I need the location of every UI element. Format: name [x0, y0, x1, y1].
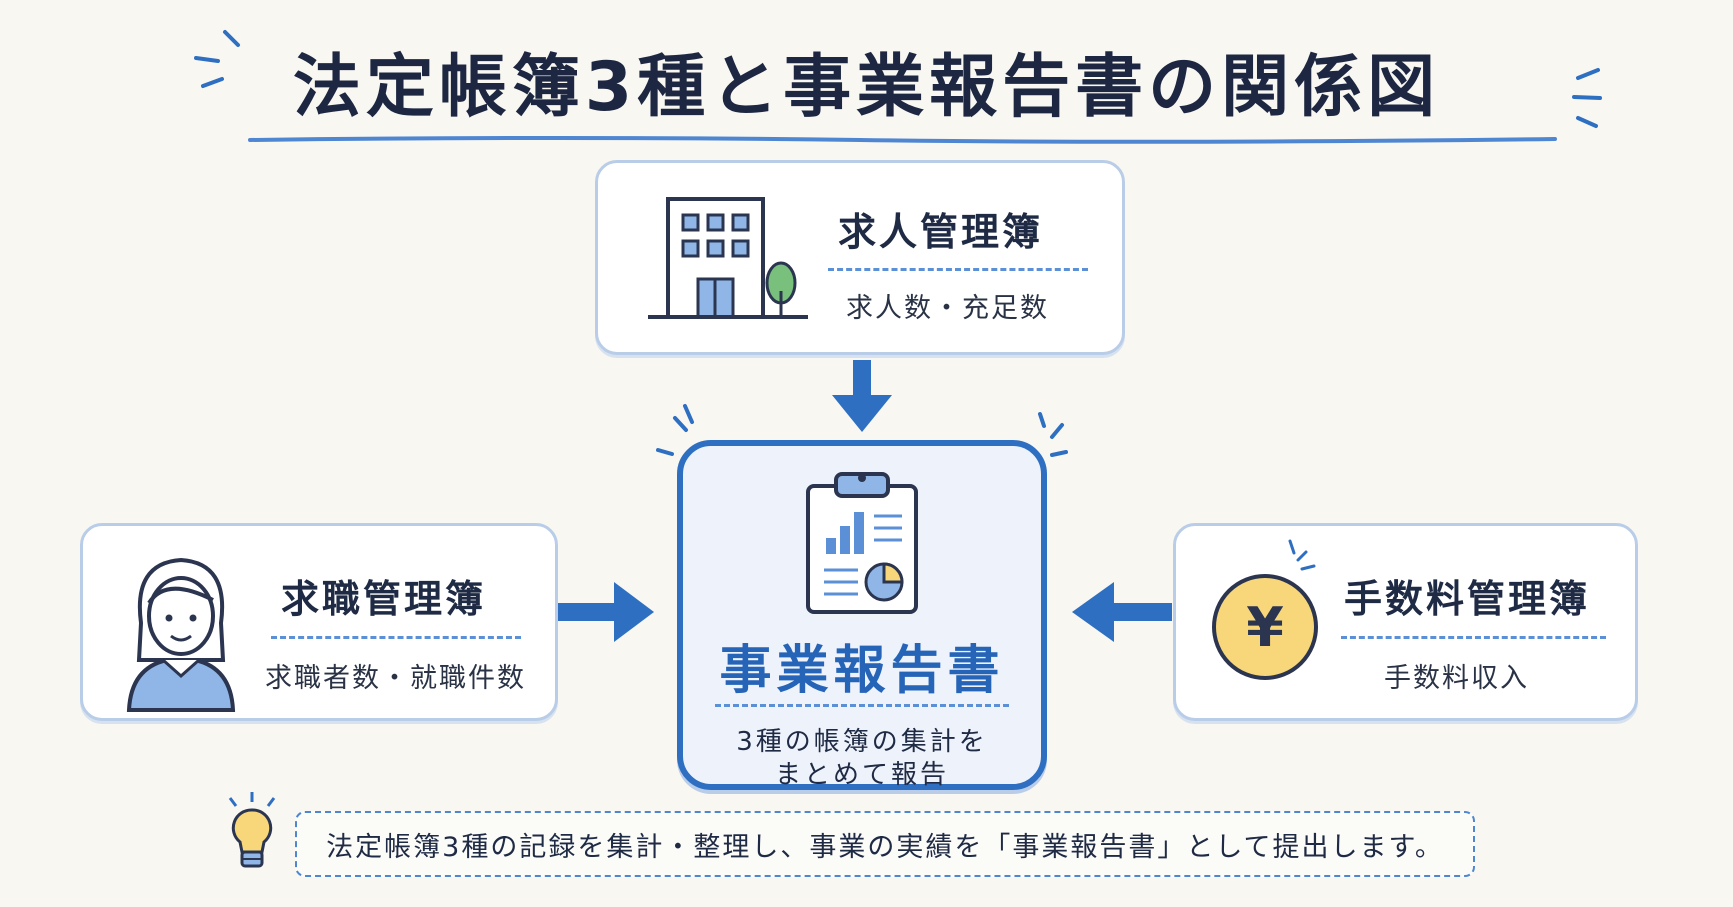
- business-report-desc-line1: 3種の帳簿の集計を: [736, 727, 988, 757]
- business-report-desc-line2: まとめて報告: [774, 760, 949, 790]
- arrow-left-icon: [1072, 582, 1172, 642]
- title-underline: [248, 136, 1557, 144]
- center-sparkle-left: [656, 404, 694, 456]
- yen-symbol: ¥: [1246, 595, 1284, 659]
- job-offer-register-card: 求人管理簿 求人数・充足数: [595, 160, 1125, 355]
- light-bulb-icon: [228, 792, 276, 868]
- business-report-card: 事業報告書 3種の帳簿の集計を まとめて報告: [677, 440, 1047, 790]
- diagram-title: 法定帳簿3種と事業報告書の関係図: [292, 47, 1441, 127]
- business-report-title: 事業報告書: [719, 641, 1005, 701]
- office-building-icon: [648, 197, 808, 319]
- title-sparkle-right: [1572, 68, 1602, 128]
- clipboard-report-icon: [806, 472, 918, 614]
- job-seeker-register-title: 求職管理簿: [281, 577, 487, 621]
- fee-register-card: ¥ 手数料管理簿 手数料収入: [1173, 523, 1638, 721]
- fee-register-title: 手数料管理簿: [1344, 577, 1591, 621]
- center-sparkle-right: [1038, 412, 1068, 457]
- divider: [1341, 636, 1606, 639]
- job-seeker-register-card: 求職管理簿 求職者数・就職件数: [80, 523, 558, 721]
- job-seeker-person-icon: [126, 557, 236, 712]
- job-offer-register-subtitle: 求人数・充足数: [846, 293, 1049, 324]
- divider: [271, 636, 521, 639]
- job-offer-register-title: 求人管理簿: [838, 210, 1044, 254]
- job-seeker-register-subtitle: 求職者数・就職件数: [265, 663, 526, 694]
- arrow-right-icon: [558, 582, 654, 642]
- yen-coin-icon: ¥: [1212, 574, 1318, 680]
- fee-register-subtitle: 手数料収入: [1384, 663, 1529, 694]
- summary-note-text: 法定帳簿3種の記録を集計・整理し、事業の実績を「事業報告書」として提出します。: [326, 831, 1444, 863]
- summary-note: 法定帳簿3種の記録を集計・整理し、事業の実績を「事業報告書」として提出します。: [295, 811, 1475, 877]
- arrow-down-icon: [832, 360, 892, 432]
- divider: [828, 268, 1088, 271]
- divider: [715, 704, 1009, 707]
